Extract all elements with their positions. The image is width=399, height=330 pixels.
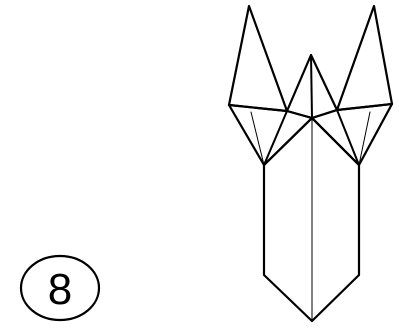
left-shoulder xyxy=(229,105,312,165)
right-shoulder-crease-2 xyxy=(337,110,359,165)
left-shoulder-crease xyxy=(251,112,264,165)
right-flap xyxy=(337,6,392,110)
center-point-fold xyxy=(311,55,312,118)
left-shoulder-crease-2 xyxy=(264,111,287,165)
right-shoulder xyxy=(312,104,392,165)
left-flap xyxy=(229,6,287,111)
